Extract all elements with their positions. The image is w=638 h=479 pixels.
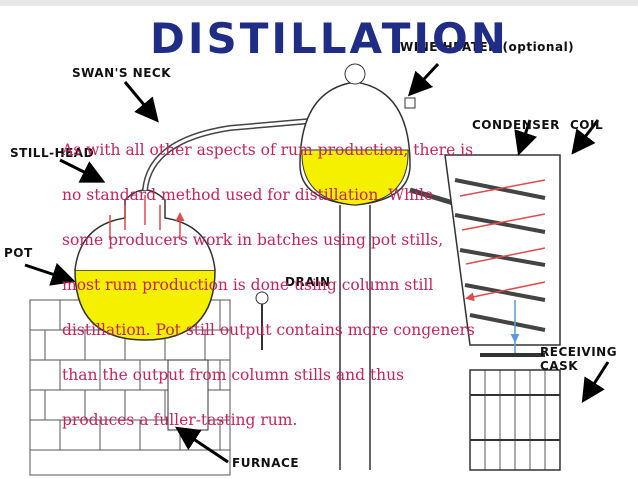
slide-title: DISTILLATION xyxy=(150,18,509,60)
label-pot: POT xyxy=(4,246,33,260)
body-line: no standard method used for distillation… xyxy=(62,173,582,218)
label-swans-neck: SWAN'S NECK xyxy=(72,66,171,80)
body-line: distillation. Pot still output contains … xyxy=(62,308,582,353)
body-line: produces a fuller-tasting rum. xyxy=(62,398,582,443)
body-line: most rum production is done using column… xyxy=(62,263,582,308)
body-line: As with all other aspects of rum product… xyxy=(62,128,582,173)
label-furnace: FURNACE xyxy=(232,456,299,470)
body-line: some producers work in batches using pot… xyxy=(62,218,582,263)
slide-body: As with all other aspects of rum product… xyxy=(62,128,582,443)
body-line: than the output from column stills and t… xyxy=(62,353,582,398)
